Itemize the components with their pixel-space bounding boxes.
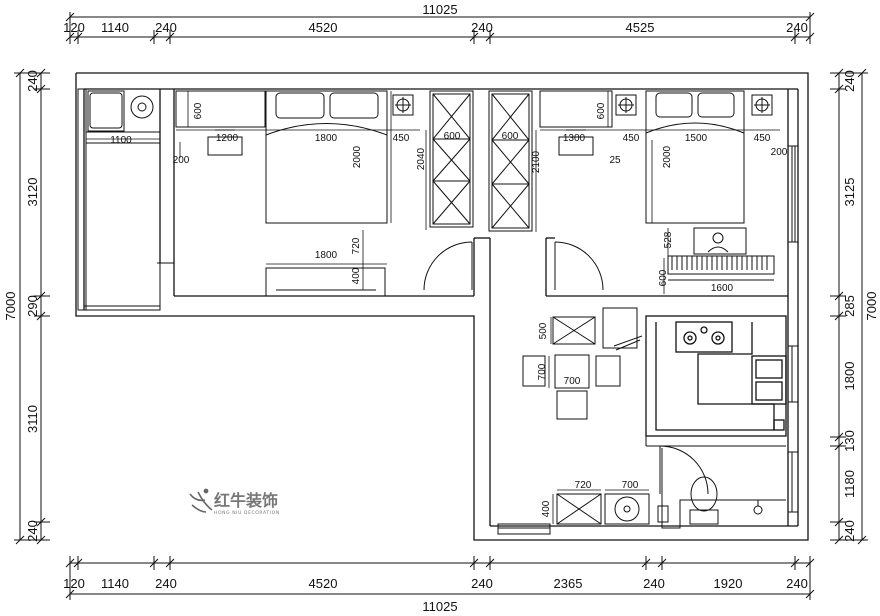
b1-bed-width-label: 1800 (315, 133, 338, 144)
b2-bed-length-label: 2000 (662, 145, 673, 168)
bottom-dim-seg-4: 4520 (309, 576, 338, 591)
right-dim-seg-7: 240 (842, 520, 857, 542)
left-dimension-ticks (14, 68, 50, 545)
bottom-dim-seg-5: 240 (471, 576, 493, 591)
bedroom-2-window (787, 145, 799, 243)
right-dim-seg-4: 1800 (842, 362, 857, 391)
ox-logo-icon (189, 488, 213, 513)
bottom-dimension-ticks (65, 556, 815, 600)
bottom-dim-seg-9: 240 (786, 576, 808, 591)
right-dim-seg-6: 1180 (842, 470, 857, 498)
b1-desk-width-label: 1200 (216, 133, 239, 144)
bedroom-1-door (423, 241, 473, 291)
right-dim-seg-5: 130 (842, 430, 857, 452)
dining-cabinet-depth-label: 500 (538, 322, 549, 339)
b1-desk-depth-label: 600 (193, 102, 204, 119)
bath-basin-width-label: 700 (622, 480, 639, 491)
bath-cabinet-depth-label: 400 (541, 500, 552, 517)
bedroom-2-piano (667, 227, 775, 281)
left-dim-seg-3: 290 (25, 295, 40, 317)
bedroom-1-wardrobe (429, 90, 474, 228)
b2-piano-depth-label: 600 (658, 269, 669, 286)
bedroom-2-lamps (615, 94, 773, 116)
logo-name: 红牛装饰 (214, 491, 278, 510)
top-dim-seg-2: 1140 (101, 20, 129, 35)
bedroom-1-lamp (392, 94, 414, 116)
dining-table (522, 307, 643, 420)
right-dim-seg-3: 285 (842, 295, 857, 317)
bath-cabinet-width-label: 720 (575, 480, 592, 491)
bottom-total-dimension: 11025 (422, 599, 457, 614)
b2-offset-label: 25 (609, 155, 621, 166)
bedroom-1-tv-cabinet (265, 267, 386, 297)
dimension-labels: 11025 120 1140 240 4520 240 4525 240 110… (3, 2, 879, 614)
b2-desk-width-label: 1300 (563, 133, 586, 144)
brand-logo: 红牛装饰 HONG NIU DECORATION (189, 488, 280, 516)
bedroom-1-desk (175, 90, 266, 156)
top-dim-seg-6: 4525 (626, 20, 655, 35)
b2-wardrobe-len-label: 2100 (531, 150, 542, 173)
bedroom-1-bed (265, 90, 388, 224)
bedroom-2-wardrobe (488, 90, 533, 232)
right-dimension-ticks (830, 68, 868, 545)
bottom-dim-seg-7: 240 (643, 576, 665, 591)
furniture-dimension-lines (86, 91, 780, 524)
b2-wall-gap-label: 200 (771, 147, 788, 158)
bathroom (659, 445, 799, 529)
b1-bed-length-label: 2000 (352, 145, 363, 168)
bottom-dim-seg-6: 2365 (554, 576, 583, 591)
top-dimension-ticks (65, 12, 815, 44)
left-dim-seg-1: 240 (25, 70, 40, 92)
top-dim-seg-5: 240 (471, 20, 493, 35)
top-dim-seg-1: 120 (63, 20, 85, 35)
b1-tv-width-label: 1800 (315, 250, 338, 261)
left-dim-seg-4: 3110 (25, 405, 40, 433)
b2-desk-depth-label: 600 (596, 102, 607, 119)
b1-side-gap-label: 450 (393, 133, 410, 144)
b1-wardrobe-depth-label: 600 (444, 131, 461, 142)
bottom-dim-seg-8: 1920 (714, 576, 743, 591)
bath-cabinet (556, 493, 669, 525)
top-dim-seg-3: 240 (155, 20, 177, 35)
kitchen-window (787, 345, 799, 403)
top-dim-seg-4: 4520 (309, 20, 338, 35)
left-total-dimension: 7000 (3, 292, 18, 321)
bottom-dim-seg-2: 1140 (101, 576, 129, 591)
right-total-dimension: 7000 (864, 292, 879, 321)
logo-subtitle: HONG NIU DECORATION (214, 510, 280, 516)
top-total-dimension: 11025 (422, 2, 457, 17)
b1-wall-gap-label: 200 (173, 155, 190, 166)
furniture-labels: 1100 600 1200 1800 450 200 2000 600 2040… (110, 102, 788, 517)
b2-wardrobe-depth-label: 600 (502, 131, 519, 142)
left-dim-seg-2: 3120 (25, 178, 40, 207)
top-dim-seg-7: 240 (786, 20, 808, 35)
right-dim-seg-1: 240 (842, 70, 857, 92)
bedroom-2-bed (645, 90, 745, 224)
entry-threshold (497, 523, 551, 535)
b2-left-gap-label: 450 (623, 133, 640, 144)
kitchen (645, 315, 787, 437)
left-dim-seg-5: 240 (25, 520, 40, 542)
b2-bed-width-label: 1500 (685, 133, 708, 144)
bottom-dim-seg-1: 120 (63, 576, 85, 591)
b1-tv-gap-label: 720 (351, 237, 362, 254)
b2-piano-width-label: 1600 (711, 283, 734, 294)
right-dim-seg-2: 3125 (842, 178, 857, 207)
bottom-dim-seg-3: 240 (155, 576, 177, 591)
balcony-width-label: 1100 (110, 135, 132, 146)
bedroom-2-desk (539, 90, 613, 156)
b1-wardrobe-len-label: 2040 (416, 147, 427, 170)
b2-piano-gap-label: 528 (663, 231, 674, 248)
b1-tv-depth-label: 400 (351, 267, 362, 284)
balcony (77, 88, 174, 311)
b2-right-gap-label: 450 (754, 133, 771, 144)
dining-cabinet (552, 316, 596, 345)
bedroom-2-door (554, 241, 604, 291)
dining-table-depth-label: 700 (537, 363, 548, 380)
dining-table-width-label: 700 (564, 376, 581, 387)
